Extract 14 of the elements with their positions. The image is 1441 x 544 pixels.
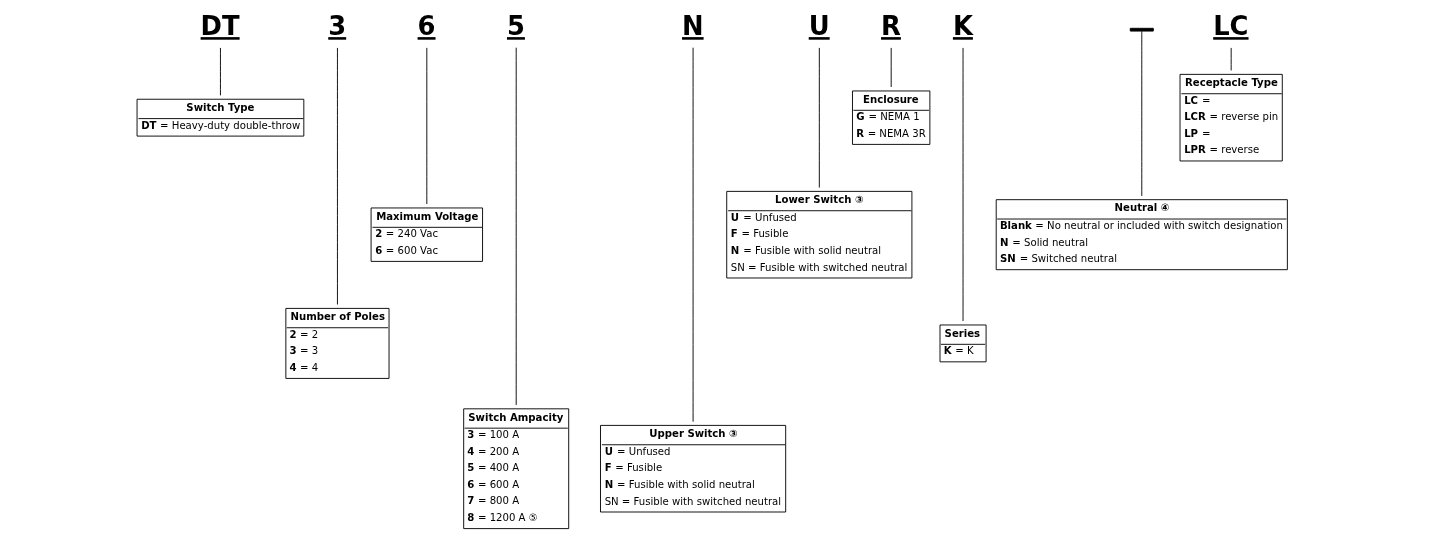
node-text: DT (200, 11, 240, 42)
node-text: U (808, 11, 830, 42)
node-text: N (682, 11, 704, 42)
node-text: K (952, 11, 973, 42)
connector (1141, 30, 1143, 197)
node-bar (1129, 27, 1154, 32)
connector (337, 47, 338, 305)
connector (818, 47, 820, 188)
node-text: LC (1213, 11, 1249, 42)
node-text: 5 (506, 11, 525, 42)
node-text: R (881, 11, 901, 42)
node-text: 3 (328, 11, 347, 42)
node-text: 6 (417, 11, 436, 42)
connector (220, 47, 221, 96)
